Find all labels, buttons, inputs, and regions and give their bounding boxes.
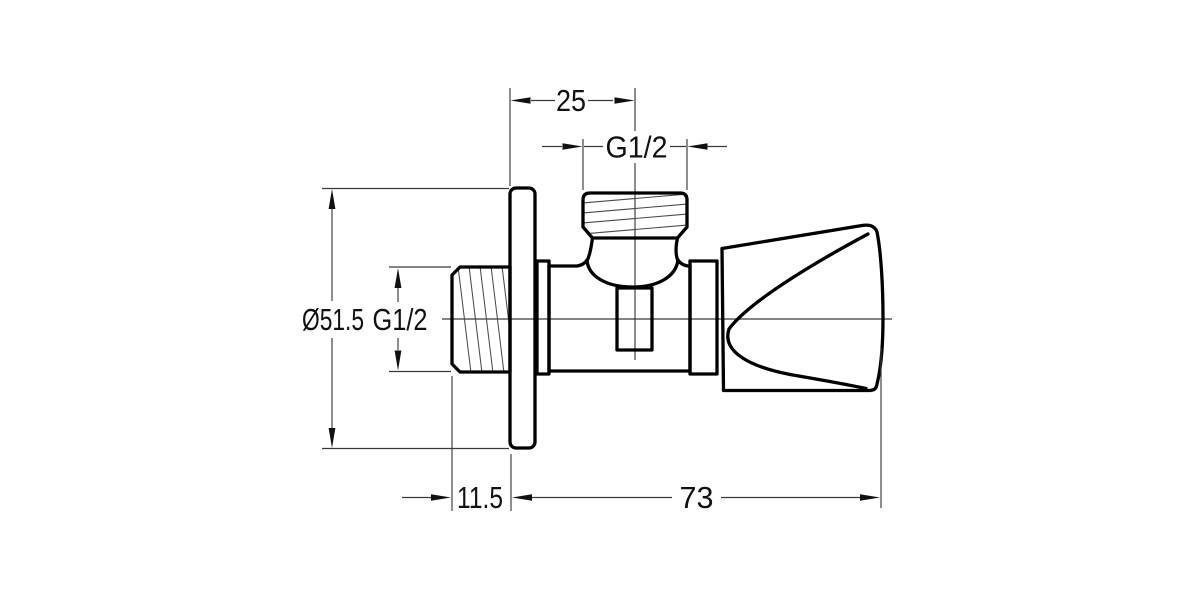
arrowhead-down (328, 428, 336, 448)
arrowhead-right (860, 494, 880, 501)
arrowhead-down (394, 350, 402, 371)
dim-label-flange-diameter: Ø51.5 (302, 302, 364, 337)
body-top-right-edge (676, 258, 692, 268)
outlet-port (581, 191, 689, 263)
outlet-neck-right (674, 236, 680, 263)
arrowhead-up (328, 189, 336, 209)
dim-body-length: 73 (510, 348, 882, 515)
outlet-thread-hatching (583, 193, 687, 235)
arrowhead-left (512, 494, 532, 501)
dimensions: 25 G1/2 Ø51.5 G1/2 (302, 83, 882, 515)
outlet-neck-left (585, 236, 595, 263)
dim-label-wall-depth: 11.5 (457, 480, 503, 515)
arrowhead-left (510, 97, 531, 104)
handle-inner-contour (726, 232, 870, 391)
dim-label-outlet-thread: G1/2 (606, 130, 668, 165)
handle-outline (720, 223, 885, 393)
body-top-left-edge (547, 258, 589, 268)
thread-line (457, 267, 510, 372)
arrowhead-right (614, 97, 635, 104)
dim-wall-depth: 11.5 (402, 376, 503, 515)
dim-outlet-thread: G1/2 (542, 130, 727, 190)
flange-step-ring (535, 259, 551, 376)
dim-inlet-thread: G1/2 (373, 266, 451, 373)
valve-figure (442, 88, 892, 450)
handle-knob (720, 223, 885, 393)
dim-label-top-offset: 25 (556, 83, 586, 118)
outlet-cap-outline (581, 191, 689, 240)
dim-top-offset: 25 (509, 83, 635, 186)
dim-label-inlet-thread: G1/2 (373, 302, 428, 337)
valve-stem-block (615, 286, 654, 352)
arrowhead-up (394, 268, 402, 288)
wall-flange (508, 186, 537, 450)
arrowhead-left (562, 143, 583, 150)
inlet-thread-hatching (457, 267, 510, 372)
centerlines (442, 88, 892, 360)
bonnet-dome (585, 258, 680, 289)
thread-line (583, 193, 687, 235)
dim-label-body-length: 73 (680, 480, 714, 515)
handle-collar (688, 259, 719, 376)
arrowhead-right (431, 494, 451, 501)
dim-flange-diameter: Ø51.5 (302, 187, 509, 450)
valve-body (547, 258, 692, 373)
arrowhead-right (687, 143, 708, 150)
